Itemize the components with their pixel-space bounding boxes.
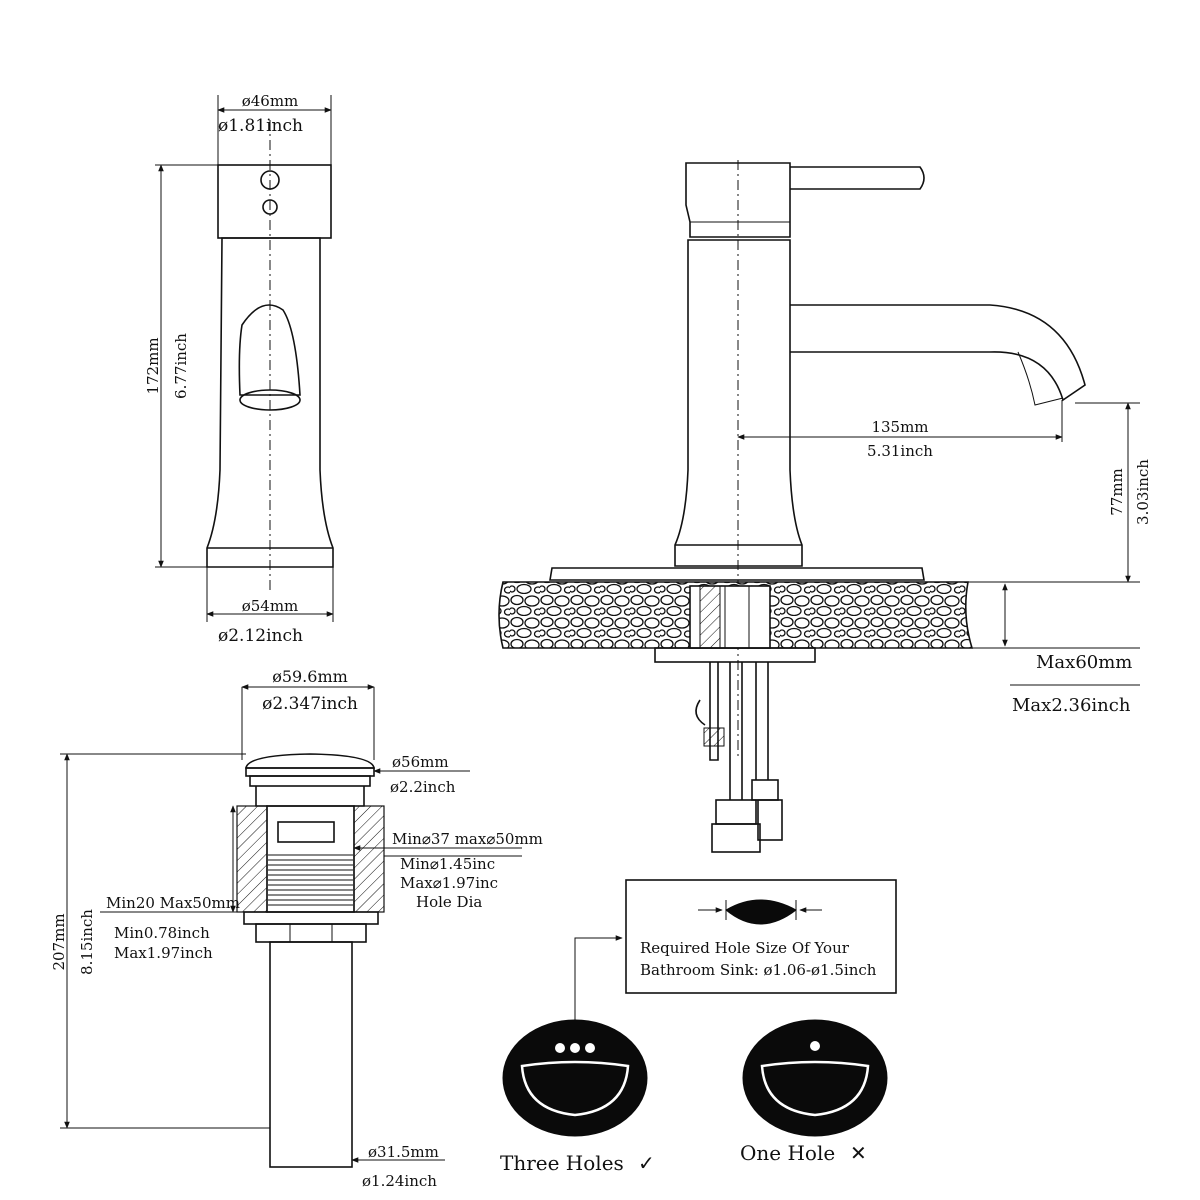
- sink-hole-note: Required Hole Size Of Your Bathroom Sink…: [574, 879, 897, 1025]
- hole-max-inch: Max⌀1.97inc: [400, 874, 498, 892]
- one-hole-sink-icon: [742, 1019, 888, 1137]
- threaded-rod: [709, 662, 719, 761]
- faucet-side-view: 135mm 5.31inch 77mm 3.03inch Max60mm Max…: [498, 160, 1152, 853]
- note-line-2: Bathroom Sink: ø1.06-ø1.5inch: [640, 961, 877, 979]
- handle-lever: [790, 166, 925, 190]
- base-dia-inch: ø2.12inch: [218, 626, 303, 646]
- drain-washer: [243, 911, 379, 925]
- check-icon: ✓: [638, 1151, 655, 1175]
- spout-height-inch: 3.03inch: [1134, 459, 1152, 525]
- hole-range-mm: Min⌀37 max⌀50mm: [392, 830, 543, 848]
- reach-mm: 135mm: [871, 418, 928, 436]
- top-dia-inch: ø1.81inch: [218, 116, 303, 136]
- drain-cap: [245, 753, 375, 769]
- hole-size-icon: [725, 899, 797, 925]
- spout: [790, 304, 1086, 402]
- three-hole-sink-icon: [502, 1019, 648, 1137]
- note-box: [625, 879, 897, 994]
- tail-dia-inch: ø1.24inch: [362, 1172, 437, 1190]
- deck-max-mm: Max60mm: [1036, 652, 1132, 673]
- drain-nut: [255, 923, 367, 943]
- cold-hose: [755, 662, 769, 780]
- hole-dia-label: Hole Dia: [416, 893, 482, 911]
- thickness-max-inch: Max1.97inch: [114, 944, 213, 962]
- flange-dia-inch: ø2.2inch: [390, 778, 456, 796]
- hose-fitting-right: [757, 799, 783, 841]
- top-dia-mm: ø46mm: [242, 92, 299, 110]
- spout-outlet: [238, 304, 301, 396]
- flange-dia-mm: ø56mm: [392, 753, 449, 771]
- cap-dia-inch: ø2.347inch: [262, 694, 358, 714]
- note-line-1: Required Hole Size Of Your: [640, 939, 850, 957]
- hose-fitting-left: [711, 823, 761, 853]
- sink-option-one-hole: One Hole ✕: [740, 1019, 888, 1165]
- note-leader: [574, 935, 623, 1025]
- sink-wall-right: [353, 805, 385, 913]
- cap-dia-mm: ø59.6mm: [272, 667, 348, 686]
- escutcheon: [549, 567, 925, 581]
- drain-tailpiece: [269, 941, 353, 1168]
- one-hole-label: One Hole: [740, 1141, 835, 1165]
- three-holes-label: Three Holes: [500, 1151, 624, 1175]
- drain-height-mm: 207mm: [50, 913, 68, 970]
- deck-max-inch: Max2.36inch: [1012, 695, 1131, 716]
- spout-height-mm: 77mm: [1108, 468, 1126, 516]
- thickness-mm: Min20 Max50mm: [106, 894, 240, 912]
- tail-dia-mm: ø31.5mm: [368, 1143, 439, 1161]
- cross-icon: ✕: [850, 1141, 867, 1165]
- drain-height-inch: 8.15inch: [78, 909, 96, 975]
- thickness-min-inch: Min0.78inch: [114, 924, 210, 942]
- drain-flange: [249, 775, 371, 787]
- faucet-front-view: ø46mm ø1.81inch 172mm 6.77inch ø54mm ø2.…: [144, 92, 334, 646]
- mounting-plate: [654, 647, 816, 663]
- side-body: [674, 239, 803, 567]
- hole-min-inch: Min⌀1.45inc: [400, 855, 495, 873]
- drain-assembly: ø59.6mm ø2.347inch ø56mm ø2.2inch Min⌀37…: [50, 667, 543, 1190]
- sink-wall-left: [236, 805, 268, 913]
- side-handle: [685, 162, 791, 238]
- base-dia-mm: ø54mm: [242, 597, 299, 615]
- sink-option-three-holes: Three Holes ✓: [500, 1019, 655, 1175]
- hot-hose: [729, 662, 743, 800]
- height-mm: 172mm: [144, 337, 162, 394]
- drain-threads: [268, 854, 353, 906]
- reach-inch: 5.31inch: [867, 442, 933, 460]
- height-inch: 6.77inch: [172, 333, 190, 399]
